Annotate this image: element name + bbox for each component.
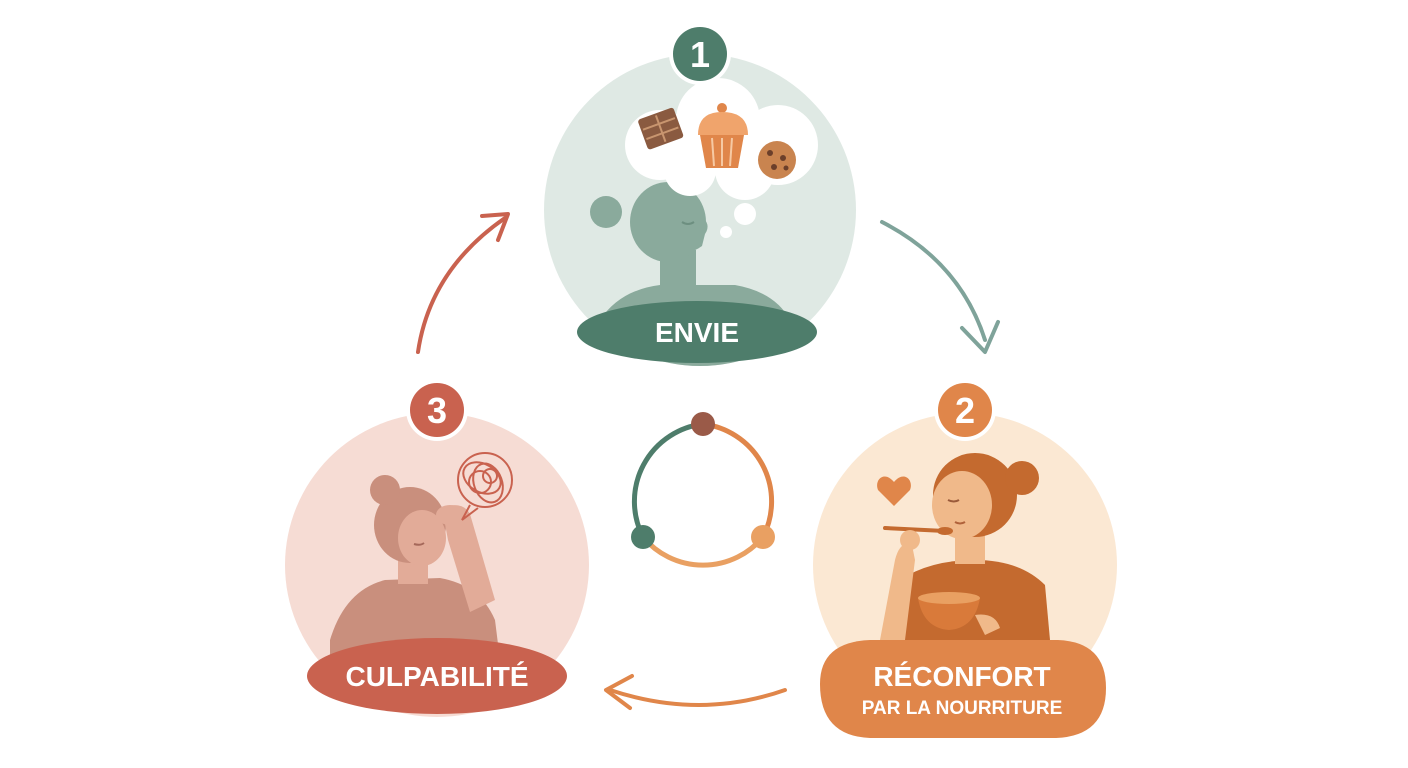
ring-dot-right	[751, 525, 775, 549]
stage-2-label-pill: RÉCONFORT PAR LA NOURRITURE	[820, 640, 1106, 738]
stage-2-number: 2	[955, 390, 975, 431]
arrow-2-to-3	[604, 674, 787, 710]
chocolate-bar-icon	[638, 107, 684, 150]
center-cycle-ring	[631, 412, 775, 568]
stage-1-label-pill: ENVIE	[577, 301, 817, 363]
heart-icon	[877, 476, 911, 506]
cookie-icon	[758, 141, 796, 179]
stage-1-number: 1	[690, 34, 710, 75]
arrow-1-to-2	[880, 220, 1000, 354]
cupcake-icon	[698, 103, 748, 168]
stage-2-label: RÉCONFORT	[873, 661, 1050, 692]
stage-3-number-badge: 3	[406, 379, 468, 441]
person-eating-icon	[880, 453, 1050, 640]
stage-2-number-badge: 2	[934, 379, 996, 441]
stage-1: 1 ENVIE	[544, 23, 856, 366]
stage-3-label: CULPABILITÉ	[345, 661, 528, 692]
arrow-3-to-1	[416, 212, 510, 354]
stage-3-label-pill: CULPABILITÉ	[307, 638, 567, 714]
stage-1-label: ENVIE	[655, 317, 739, 348]
ring-dot-left	[631, 525, 655, 549]
ring-dot-top	[691, 412, 715, 436]
stage-2: 2 RÉCONFORT PAR LA NOURRITURE	[813, 379, 1117, 738]
stage-1-number-badge: 1	[669, 23, 731, 85]
stage-3-number: 3	[427, 390, 447, 431]
tangled-thought-icon	[457, 452, 513, 521]
stage-3: 3 CULPABILITÉ	[285, 379, 589, 717]
stage-2-sublabel: PAR LA NOURRITURE	[862, 698, 1063, 719]
